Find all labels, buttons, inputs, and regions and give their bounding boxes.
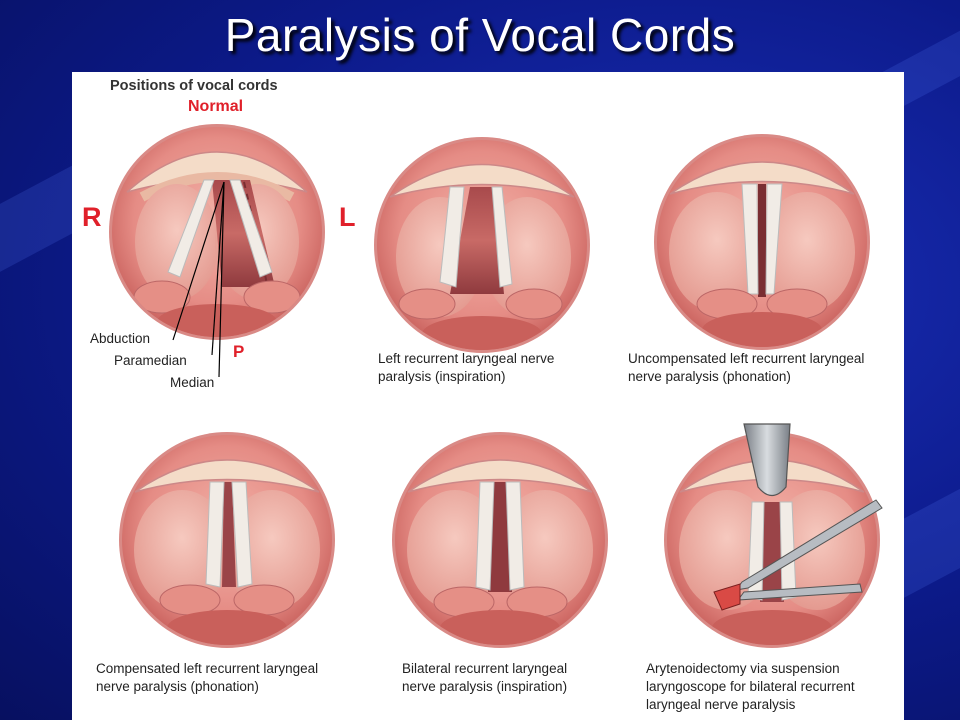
larynx-bilateral-inspiration (392, 432, 608, 648)
larynx-figure (109, 124, 883, 648)
caption-left-rln-inspiration: Left recurrent laryngeal nerve paralysis… (378, 351, 555, 384)
p-label: P (233, 342, 245, 361)
caption-uncompensated-phonation: Uncompensated left recurrent laryngeal n… (628, 351, 865, 384)
median-label: Median (170, 375, 215, 390)
larynx-normal (109, 124, 325, 378)
forceps-icon (713, 499, 883, 611)
normal-label: Normal (188, 98, 244, 115)
slide-title: Paralysis of Vocal Cords (224, 9, 736, 61)
figure-panel: Positions of vocal cords Normal R L P Ab… (72, 72, 904, 720)
laryngoscope-icon (743, 423, 791, 497)
caption-arytenoidectomy: Arytenoidectomy via suspension laryngosc… (646, 661, 855, 712)
caption-compensated-phonation: Compensated left recurrent laryngeal ner… (96, 661, 319, 694)
larynx-arytenoidectomy (664, 423, 883, 648)
positions-header: Positions of vocal cords (110, 78, 278, 94)
right-side-label: R (82, 202, 102, 232)
abduction-label: Abduction (90, 331, 151, 346)
left-side-label: L (339, 202, 356, 232)
paramedian-label: Paramedian (114, 353, 187, 368)
larynx-compensated-phonation (119, 432, 335, 648)
larynx-left-rln-inspiration (374, 137, 590, 353)
larynx-uncompensated-phonation (654, 134, 870, 350)
caption-bilateral-inspiration: Bilateral recurrent laryngeal nerve para… (402, 661, 568, 694)
